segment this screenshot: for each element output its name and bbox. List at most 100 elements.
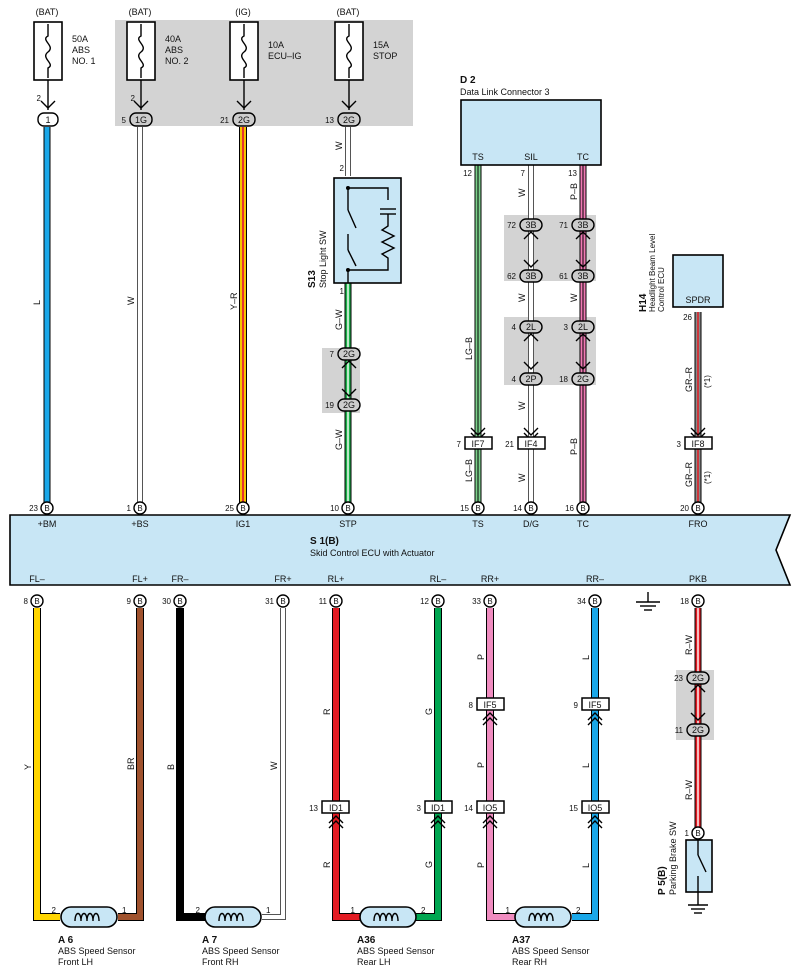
svg-text:B: B (333, 597, 338, 606)
conn-if8: IF8 3 (677, 427, 713, 450)
conn-fuse-1: 1 (37, 112, 59, 127)
svg-text:13: 13 (568, 169, 577, 178)
svg-text:FR–: FR– (171, 574, 188, 584)
wire-B-fr-minus (176, 608, 205, 921)
conn-io5-a: IO5 14 (464, 800, 505, 829)
svg-text:9: 9 (127, 597, 132, 606)
svg-text:1: 1 (685, 829, 690, 838)
conn-io5-b: IO5 15 (569, 800, 610, 829)
svg-text:FL+: FL+ (132, 574, 148, 584)
label-W-sil2: W (517, 293, 527, 302)
svg-text:19: 19 (325, 401, 334, 410)
svg-text:25: 25 (225, 504, 234, 513)
svg-text:2G: 2G (577, 374, 589, 384)
svg-text:B: B (137, 504, 142, 513)
svg-text:23: 23 (674, 674, 683, 683)
svg-text:30: 30 (162, 597, 171, 606)
svg-text:9: 9 (574, 701, 579, 710)
svg-text:1G: 1G (135, 115, 147, 125)
svg-text:FL–: FL– (29, 574, 45, 584)
svg-text:Front LH: Front LH (58, 957, 93, 967)
wire-P-rr-plus (486, 608, 515, 921)
label-L-2: L (581, 763, 591, 768)
svg-text:62: 62 (507, 272, 516, 281)
svg-text:A36: A36 (357, 935, 376, 946)
headlight-ecu: SPDR 26 H14 Headlight Beam Level Control… (638, 234, 724, 322)
label-LGB-2: LG–B (464, 459, 474, 482)
svg-text:71: 71 (559, 221, 568, 230)
arrows-top (40, 100, 357, 109)
svg-text:B: B (487, 597, 492, 606)
svg-text:B: B (435, 597, 440, 606)
svg-text:72: 72 (507, 221, 516, 230)
label-G-1: G (424, 708, 434, 715)
junction-2g: 2G 7 2G 19 (325, 347, 361, 412)
svg-text:12: 12 (420, 597, 429, 606)
ecu-top-pins: B23+BMB1+BSB25IG1B10STPB15TSB14D/GB16TCB… (29, 501, 708, 529)
svg-text:34: 34 (577, 597, 586, 606)
svg-text:ABS Speed Sensor: ABS Speed Sensor (512, 946, 590, 956)
svg-text:2L: 2L (578, 322, 588, 332)
label-Y: Y (23, 764, 33, 770)
svg-text:2G: 2G (238, 115, 250, 125)
conn-if4: IF4 21 (505, 427, 546, 450)
svg-text:2: 2 (37, 94, 42, 103)
svg-text:IF8: IF8 (691, 439, 704, 449)
fuse-block-shade (115, 20, 413, 126)
svg-text:1: 1 (340, 287, 345, 296)
svg-text:2: 2 (196, 906, 201, 915)
svg-text:ABS Speed Sensor: ABS Speed Sensor (202, 946, 280, 956)
svg-text:B: B (345, 504, 350, 513)
svg-text:7: 7 (457, 440, 462, 449)
stop-light-switch: 2 1 S13 Stop Light SW (307, 164, 402, 296)
svg-text:RR+: RR+ (481, 574, 499, 584)
data-link-connector: D 2 Data Link Connector 3 TS SIL TC 12 7… (460, 75, 602, 178)
label-RW-1: R–W (684, 634, 694, 655)
svg-text:P 5(B): P 5(B) (657, 866, 668, 895)
svg-text:Headlight Beam Level: Headlight Beam Level (648, 234, 657, 312)
svg-text:D 2: D 2 (460, 75, 476, 86)
ground-symbol-ecu (636, 592, 660, 611)
svg-text:A37: A37 (512, 935, 531, 946)
svg-text:21: 21 (220, 116, 229, 125)
svg-text:2: 2 (421, 906, 426, 915)
svg-text:B: B (695, 829, 700, 838)
svg-text:3: 3 (677, 440, 682, 449)
label-P-2: P (476, 762, 486, 768)
svg-text:(IG): (IG) (235, 7, 251, 17)
svg-text:Front RH: Front RH (202, 957, 239, 967)
svg-text:FRO: FRO (689, 519, 708, 529)
svg-text:RR–: RR– (586, 574, 604, 584)
conn-if7: IF7 7 (457, 427, 493, 450)
svg-text:1: 1 (45, 115, 50, 125)
svg-text:SPDR: SPDR (685, 295, 711, 305)
svg-text:1: 1 (127, 504, 132, 513)
svg-text:+BM: +BM (38, 519, 57, 529)
conn-if5-b: IF5 9 (574, 697, 610, 726)
parking-brake-switch: B 1 P 5(B) Parking Brake SW (657, 821, 713, 914)
label-L-1: L (581, 655, 591, 660)
svg-text:3B: 3B (577, 271, 588, 281)
svg-text:B: B (177, 597, 182, 606)
junction-2l: 2L 4 2L 3 2P 4 2G 18 (512, 320, 595, 386)
label-B: B (166, 764, 176, 770)
svg-text:Rear LH: Rear LH (357, 957, 391, 967)
svg-text:IO5: IO5 (588, 803, 603, 813)
svg-text:2G: 2G (343, 115, 355, 125)
label-LGB-1: LG–B (464, 337, 474, 360)
label-GRR-2: GR–R (684, 461, 694, 487)
label-W-sil4: W (517, 473, 527, 482)
svg-text:3B: 3B (577, 220, 588, 230)
